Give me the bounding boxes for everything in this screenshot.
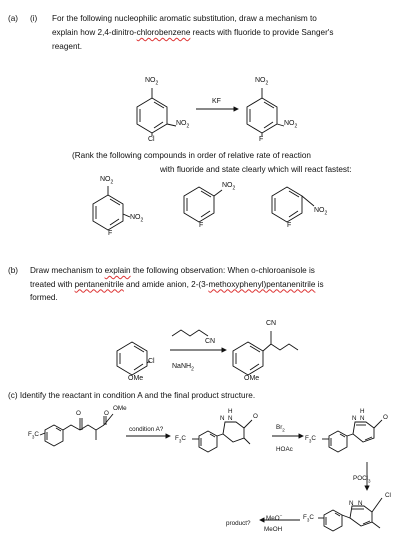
c-sm-ome: OMe bbox=[113, 405, 127, 412]
c-sm-o-ester: O bbox=[104, 410, 109, 417]
no2-top-left: NO2 bbox=[145, 77, 159, 87]
c-int3-cl: Cl bbox=[385, 492, 391, 499]
part-a-label: (a) bbox=[8, 14, 19, 23]
c-int1-f3c: F3C bbox=[175, 435, 186, 444]
c-int2-o: O bbox=[383, 414, 388, 421]
part-a-line-2: explain how 2,4-dinitro-chlorobenzene re… bbox=[52, 28, 334, 37]
c-int1-n2: N bbox=[228, 415, 233, 422]
c-int1-structure bbox=[192, 419, 253, 453]
rank-3-no2: NO2 bbox=[314, 207, 328, 217]
c-sm-f3c: F3C bbox=[28, 431, 39, 440]
c-int3-structure bbox=[318, 497, 383, 532]
c-int2-f3c: F3C bbox=[305, 435, 316, 444]
product-b-cn: CN bbox=[266, 320, 277, 327]
rank-1-no2-top: NO2 bbox=[100, 176, 114, 186]
anisole-cl: Cl bbox=[148, 358, 155, 365]
nitrile-cn-reagent: CN bbox=[205, 338, 216, 345]
ring-b-anisole bbox=[116, 341, 151, 376]
reagent-kf: KF bbox=[212, 98, 221, 105]
pocl3-label: POCl3 bbox=[353, 475, 371, 484]
c-int1-n1: N bbox=[220, 415, 225, 422]
c-int2-n2: N bbox=[360, 415, 365, 422]
meo-minus-label: MeO− bbox=[266, 513, 283, 523]
rank-line-2: with fluoride and state clearly which wi… bbox=[160, 165, 352, 174]
no2-ortho-left: NO2 bbox=[176, 120, 190, 130]
c-int1-h: H bbox=[228, 408, 233, 415]
ring-b-product bbox=[232, 331, 299, 376]
nanh2-reagent: NaNH2 bbox=[172, 363, 194, 373]
ring-rank-2 bbox=[183, 186, 223, 223]
rank-1-no2-ortho: NO2 bbox=[130, 214, 144, 224]
ring-rank-1 bbox=[92, 186, 131, 231]
no2-top-right: NO2 bbox=[255, 77, 269, 87]
rank-2-f: F bbox=[199, 222, 204, 229]
c-int3-n1: N bbox=[349, 500, 354, 507]
condition-a-label: condition A? bbox=[129, 426, 164, 433]
ring-a-right bbox=[246, 88, 285, 136]
product-b-ome: OMe bbox=[244, 375, 260, 382]
c-int1-o: O bbox=[253, 413, 258, 420]
f-label-right: F bbox=[259, 136, 264, 143]
pentanenitrile-chain bbox=[171, 329, 209, 337]
c-int3-f3c: F3C bbox=[303, 514, 314, 523]
rank-line-1: (Rank the following compounds in order o… bbox=[72, 151, 311, 160]
part-a-sub-label: (i) bbox=[30, 14, 38, 23]
part-b-label: (b) bbox=[8, 266, 19, 275]
c-sm-structure bbox=[39, 413, 114, 447]
c-int2-n1: N bbox=[352, 415, 357, 422]
c-int2-structure bbox=[322, 419, 383, 453]
part-a-line-3: reagent. bbox=[52, 42, 83, 51]
rank-2-no2: NO2 bbox=[222, 182, 236, 192]
no2-ortho-right: NO2 bbox=[284, 120, 298, 130]
hoac-label: HOAc bbox=[276, 446, 293, 453]
br2-label: Br2 bbox=[276, 424, 285, 433]
part-a-line-1: For the following nucleophilic aromatic … bbox=[52, 14, 317, 23]
c-int3-n2: N bbox=[358, 500, 363, 507]
anisole-ome: OMe bbox=[128, 375, 144, 382]
cl-label-left: Cl bbox=[148, 136, 155, 143]
meoh-label: MeOH bbox=[264, 526, 283, 533]
c-sm-o-ketone: O bbox=[76, 410, 81, 417]
ring-a-left bbox=[136, 88, 177, 136]
c-int2-h: H bbox=[360, 408, 365, 415]
ring-rank-3 bbox=[271, 186, 315, 223]
product-question: product? bbox=[226, 520, 251, 527]
part-b-text: Draw mechanism to explain the following … bbox=[30, 266, 324, 302]
rank-1-f: F bbox=[108, 230, 113, 237]
part-c-title: (c) Identify the reactant in condition A… bbox=[8, 391, 256, 400]
rank-3-f: F bbox=[287, 222, 292, 229]
